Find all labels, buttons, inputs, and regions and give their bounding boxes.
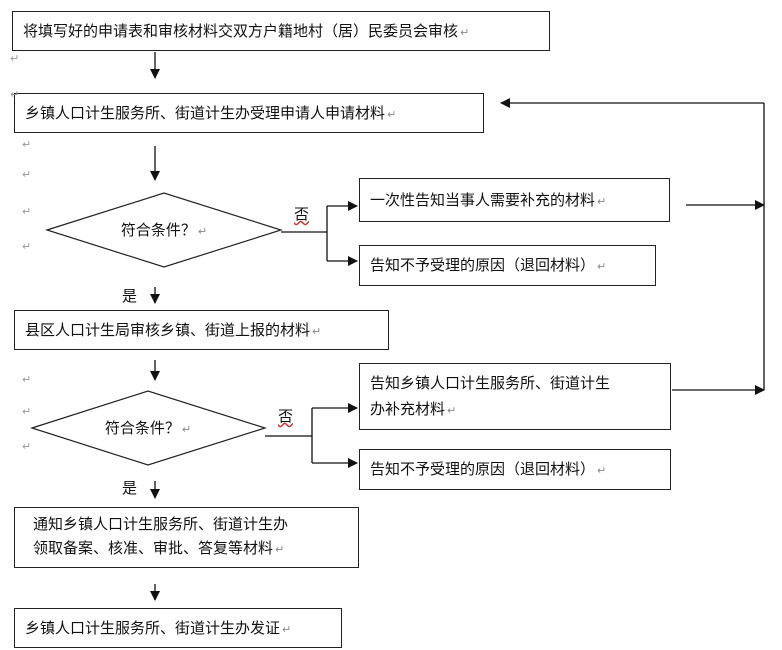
paragraph-mark: ↵ <box>22 138 32 151</box>
decision2-question: 符合条件？↵ <box>88 417 208 438</box>
decision1-question: 符合条件？↵ <box>104 219 224 240</box>
step2-box: 乡镇人口计生服务所、街道计生办受理申请人申请材料↵ <box>14 93 484 133</box>
step3-box: 县区人口计生局审核乡镇、街道上报的材料↵ <box>14 310 389 350</box>
decision2-no-label: 否 <box>278 407 294 425</box>
decision1-question-text: 符合条件？ <box>120 221 196 239</box>
step5-text: 乡镇人口计生服务所、街道计生办发证 <box>25 619 281 637</box>
return-mark: ↵ <box>275 543 285 556</box>
step4-text-line1: 通知乡镇人口计生服务所、街道计生办 <box>33 515 289 533</box>
step5-box: 乡镇人口计生服务所、街道计生办发证↵ <box>14 608 342 648</box>
step3-text: 县区人口计生局审核乡镇、街道上报的材料 <box>25 321 311 339</box>
decision2-question-text: 符合条件？ <box>104 419 180 437</box>
decision2-yes-label: 是 <box>122 479 138 497</box>
supplement2-text-line1: 告知乡镇人口计生服务所、街道计生 <box>370 374 611 392</box>
return-mark: ↵ <box>597 195 607 208</box>
supplement1-box: 一次性告知当事人需要补充的材料↵ <box>359 178 670 222</box>
step1-text: 将填写好的申请表和审核材料交双方户籍地村（居）民委员会审核 <box>23 22 459 40</box>
step4-box: 通知乡镇人口计生服务所、街道计生办 领取备案、核准、审批、答复等材料↵ <box>14 507 359 568</box>
paragraph-mark: ↵ <box>22 240 32 253</box>
return-mark: ↵ <box>197 225 208 238</box>
paragraph-mark: ↵ <box>10 52 20 65</box>
step4-text-line2: 领取备案、核准、审批、答复等材料 <box>33 539 274 557</box>
paragraph-mark: ↵ <box>22 205 32 218</box>
paragraph-mark: ↵ <box>22 405 32 418</box>
step1-box: 将填写好的申请表和审核材料交双方户籍地村（居）民委员会审核↵ <box>12 11 550 51</box>
return-mark: ↵ <box>460 26 470 39</box>
return-mark: ↵ <box>282 623 292 636</box>
reject1-box: 告知不予受理的原因（退回材料）↵ <box>359 245 656 286</box>
paragraph-mark: ↵ <box>10 88 20 101</box>
return-mark: ↵ <box>312 325 322 338</box>
reject1-text: 告知不予受理的原因（退回材料） <box>370 256 596 274</box>
decision1-no-label: 否 <box>294 205 310 223</box>
return-mark: ↵ <box>597 464 607 477</box>
return-mark: ↵ <box>597 260 607 273</box>
decision1-diamond <box>45 192 283 268</box>
decision2-diamond <box>30 390 267 466</box>
step2-text: 乡镇人口计生服务所、街道计生办受理申请人申请材料 <box>25 104 386 122</box>
supplement2-text-line2: 办补充材料 <box>370 400 446 418</box>
supplement2-box: 告知乡镇人口计生服务所、街道计生 办补充材料↵ <box>359 363 671 430</box>
reject2-text: 告知不予受理的原因（退回材料） <box>370 460 596 478</box>
supplement1-text: 一次性告知当事人需要补充的材料 <box>370 191 596 209</box>
decision1-yes-label: 是 <box>122 287 138 305</box>
paragraph-mark: ↵ <box>22 440 32 453</box>
paragraph-mark: ↵ <box>22 373 32 386</box>
return-mark: ↵ <box>447 404 457 417</box>
return-mark: ↵ <box>181 423 192 436</box>
return-mark: ↵ <box>387 108 397 121</box>
paragraph-mark: ↵ <box>22 168 32 181</box>
reject2-box: 告知不予受理的原因（退回材料）↵ <box>359 449 671 490</box>
